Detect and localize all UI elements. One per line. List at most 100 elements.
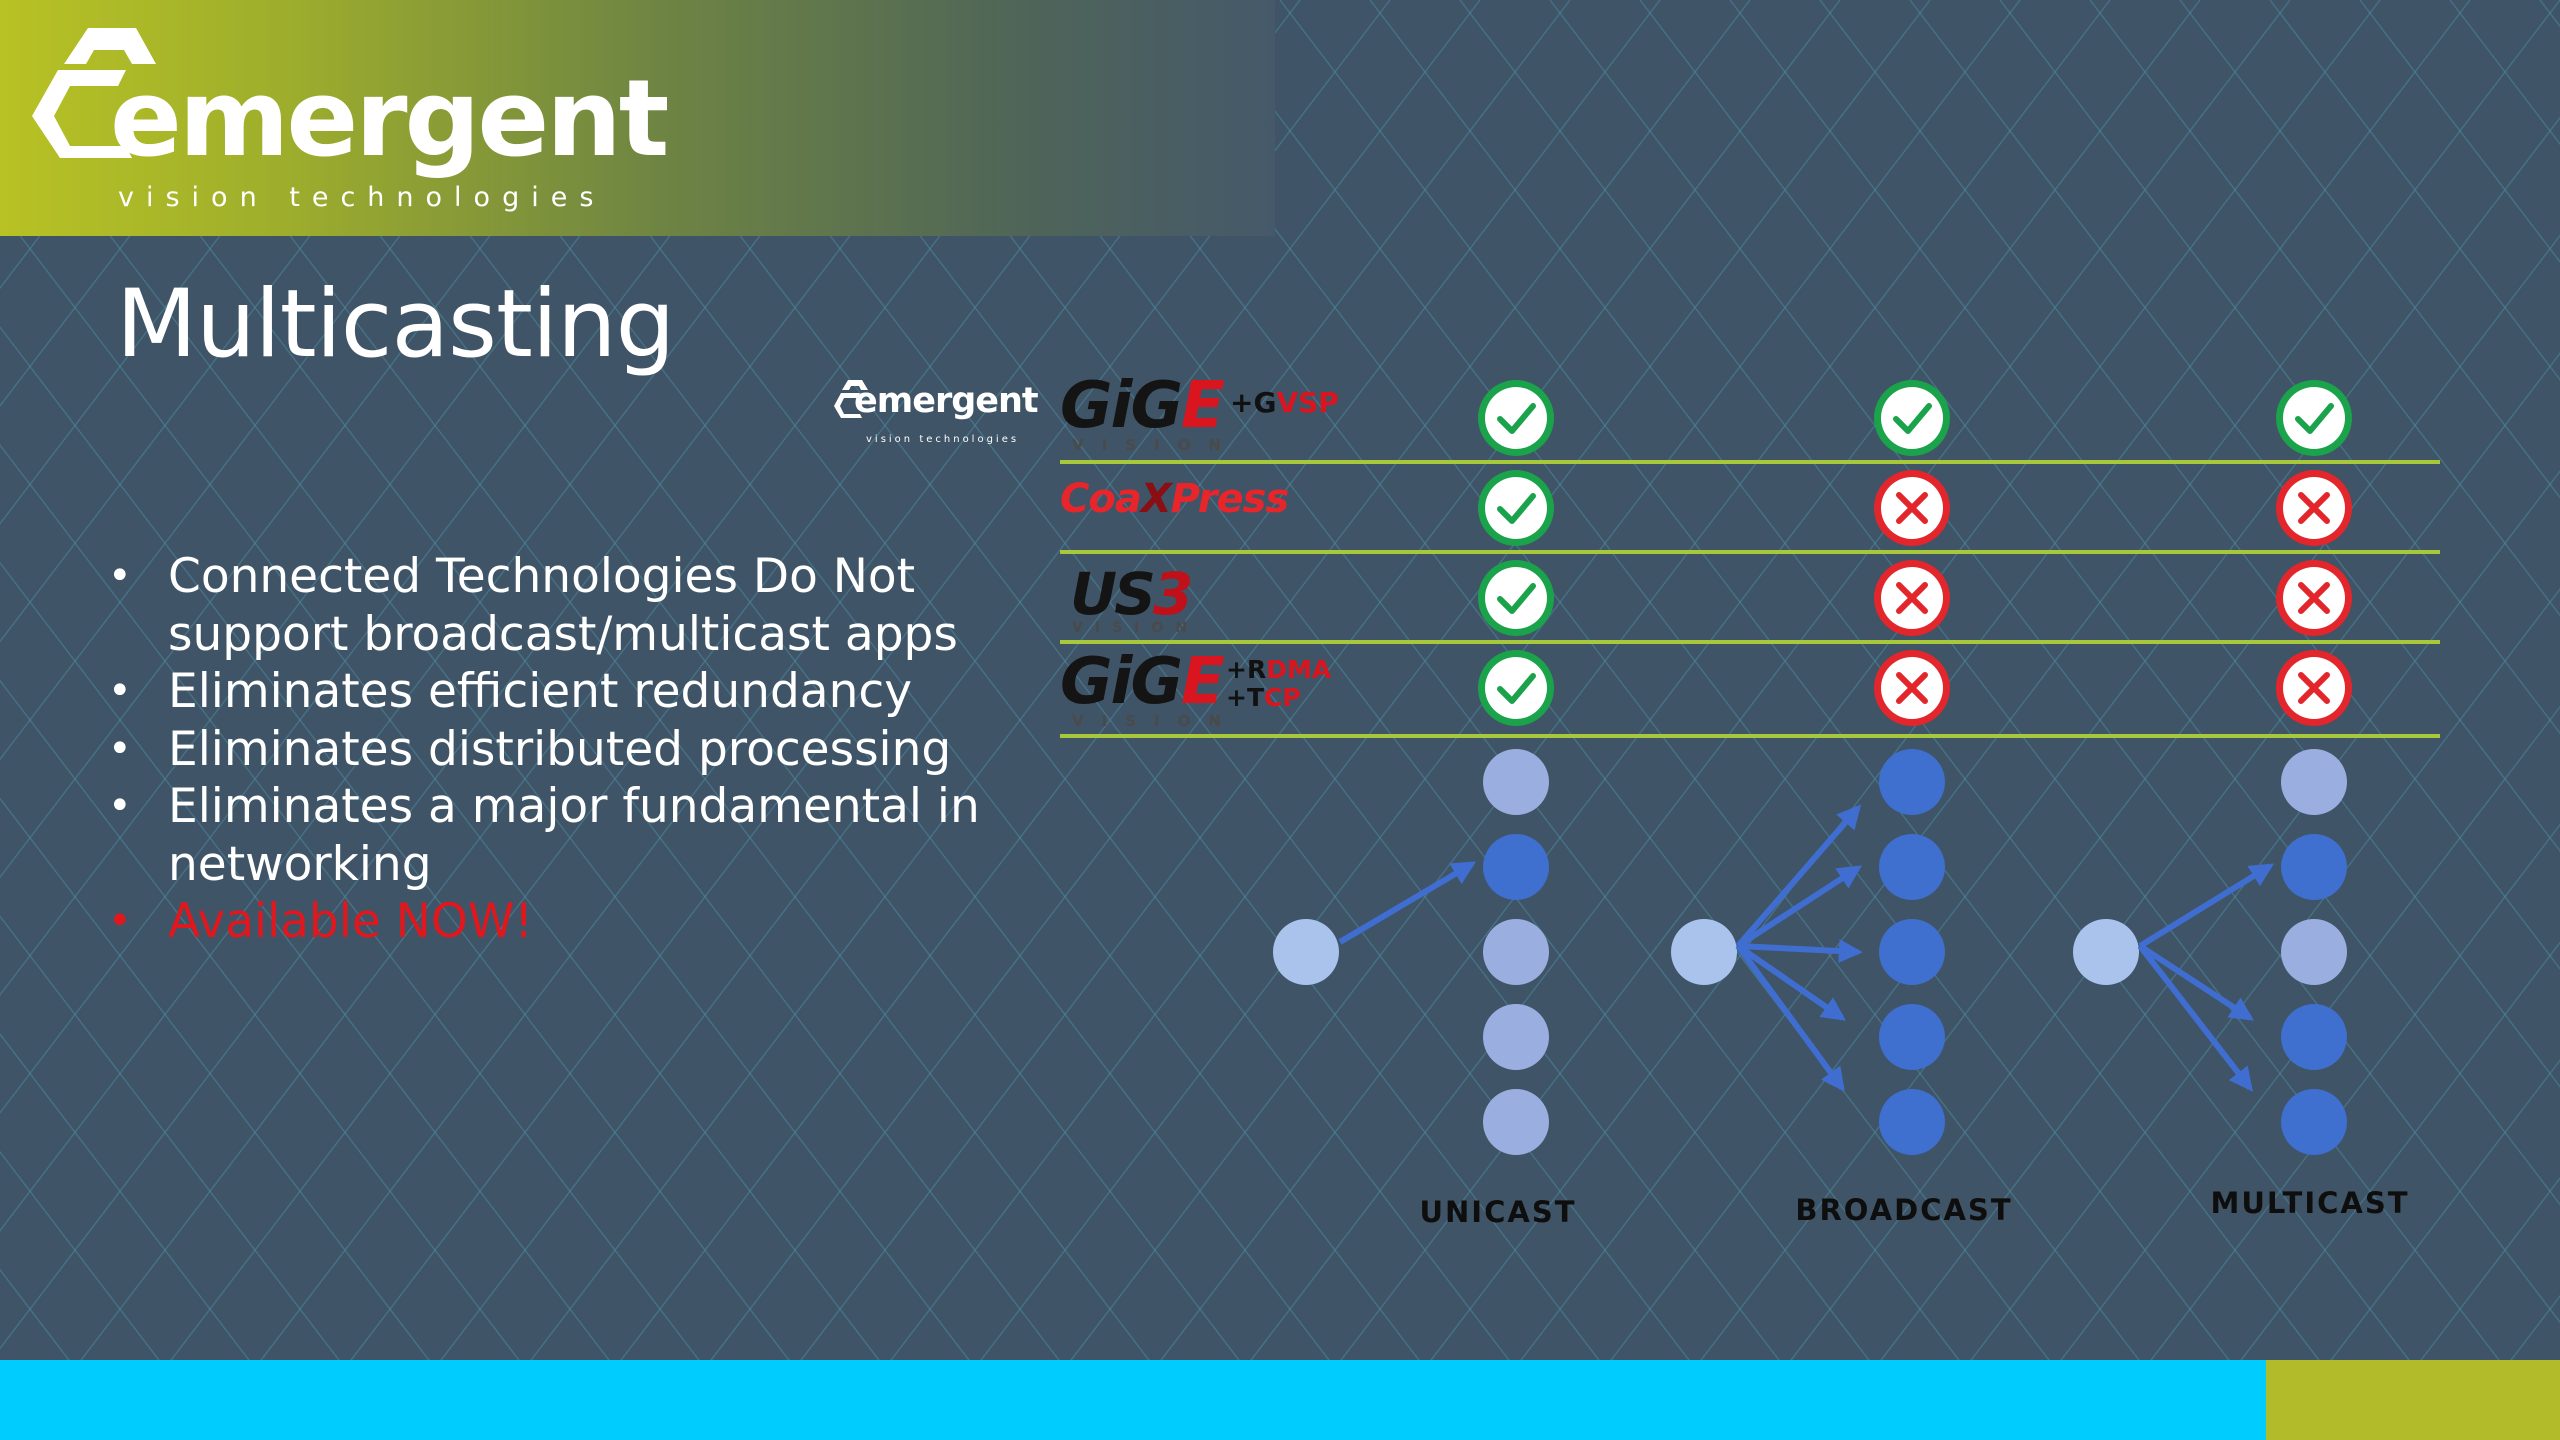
x-circle-icon	[2276, 560, 2352, 636]
slide-title: Multicasting	[116, 270, 675, 379]
cross-mark	[2298, 582, 2330, 614]
transmission-arrow	[2138, 863, 2275, 949]
grid-line	[1909, 0, 2560, 853]
usb3-wordmark: US3	[1070, 560, 1193, 628]
network-node	[2281, 919, 2347, 985]
tcp-line: +TCP	[1226, 684, 1331, 712]
grid-line	[0, 443, 761, 1440]
bullet-text: Eliminates distributed processing	[168, 721, 952, 777]
network-node	[2281, 834, 2347, 900]
grid-line	[19, 0, 1121, 1440]
bullet-dot-icon: •	[108, 725, 132, 772]
usb3-three: 3	[1152, 560, 1193, 628]
grid-line	[1819, 0, 2560, 970]
grid-line	[2359, 0, 2560, 263]
grid-line	[1729, 0, 2560, 1088]
coaxpress-logo: CoaXPress	[1060, 470, 1360, 550]
check-circle-icon	[1478, 380, 1554, 456]
status-face	[1485, 477, 1547, 539]
grid-line	[2179, 941, 2560, 1440]
grid-line	[379, 0, 1481, 1440]
network-node	[1483, 834, 1549, 900]
grid-line	[2269, 1059, 2560, 1440]
grid-line	[0, 0, 491, 643]
network-node	[1483, 919, 1549, 985]
check-circle-icon	[2276, 380, 2352, 456]
mini-logo-tagline: vision technologies	[866, 434, 1020, 445]
grid-line	[199, 0, 1301, 1440]
row-dividers	[1060, 460, 2440, 738]
logo-wordmark: emergent	[110, 57, 669, 180]
check-mark	[1497, 583, 1536, 614]
grid-line	[0, 561, 671, 1440]
bullet-item: •Connected Technologies Do Not support b…	[100, 548, 1000, 663]
grid-line	[2089, 823, 2560, 1440]
bullet-dot-icon: •	[108, 898, 132, 944]
grid-line	[0, 1033, 311, 1440]
hexagon-logo-icon	[834, 380, 868, 418]
grid-line	[1999, 0, 2560, 735]
usb3-brand: US	[1070, 560, 1156, 628]
cross-mark	[1896, 492, 1928, 524]
check-mark	[1497, 403, 1536, 434]
gvsp-plus: +G	[1230, 386, 1277, 419]
network-node	[2073, 919, 2139, 985]
grid-line	[0, 915, 401, 1440]
check-mark	[2295, 403, 2334, 434]
gige-brand-e: E	[1181, 369, 1225, 443]
grid-line	[0, 679, 581, 1440]
bullet-item: • Eliminates distributed processing	[100, 721, 1000, 779]
bullet-text: Connected Technologies Do Not support br…	[168, 549, 958, 662]
status-face	[1485, 657, 1547, 719]
gige-wordmark: GiGE	[1060, 650, 1225, 714]
transmission-arrow	[1338, 861, 1477, 945]
transmission-arrow	[1735, 804, 1862, 948]
grid-line	[0, 0, 401, 525]
company-logo: emergent vision technologies	[28, 24, 669, 224]
bullet-dot-icon: •	[108, 783, 132, 829]
grid-line	[2269, 0, 2560, 381]
status-face	[2283, 387, 2345, 449]
bullet-item: •Eliminates a major fundamental in netwo…	[100, 778, 1000, 893]
grid-line	[0, 1150, 221, 1440]
coaxpress-wordmark: CoaXPress	[1060, 476, 1290, 522]
bullet-item: •Available NOW!	[100, 893, 1000, 951]
bullet-dot-icon: •	[108, 668, 132, 714]
cross-mark	[1896, 582, 1928, 614]
status-face	[1485, 567, 1547, 629]
check-mark	[1497, 673, 1536, 704]
x-circle-icon	[1874, 560, 1950, 636]
transmission-arrow	[1736, 943, 1846, 1021]
hexagon-logo-icon	[32, 28, 156, 158]
bullet-text: Eliminates efficient redundancy	[168, 664, 913, 719]
coaxpress-x: X	[1140, 476, 1172, 522]
network-node	[1483, 749, 1549, 815]
grid-line	[2359, 1177, 2560, 1440]
coaxpress-part3: Press	[1170, 476, 1290, 522]
network-node	[1879, 919, 1945, 985]
gvsp-red: VSP	[1276, 386, 1339, 419]
status-face	[1485, 387, 1547, 449]
network-node	[1273, 919, 1339, 985]
grid-line	[0, 0, 221, 290]
grid-line	[739, 0, 1841, 1440]
footer-bar-cyan	[0, 1360, 2266, 1440]
grid-line	[559, 0, 1661, 1440]
x-circle-icon	[2276, 650, 2352, 726]
grid-line	[1279, 0, 2381, 1440]
grid-line	[1189, 0, 2291, 1440]
cross-mark	[1896, 672, 1928, 704]
network-node	[2281, 1004, 2347, 1070]
gige-brand-e: E	[1181, 645, 1225, 719]
x-circle-icon	[1874, 470, 1950, 546]
check-mark	[1893, 403, 1932, 434]
x-circle-icon	[2276, 470, 2352, 546]
grid-line	[1549, 0, 2560, 1324]
mini-logo-wordmark: emergent	[854, 381, 1039, 421]
status-face	[1881, 387, 1943, 449]
rdma-plus: +R	[1226, 655, 1267, 684]
